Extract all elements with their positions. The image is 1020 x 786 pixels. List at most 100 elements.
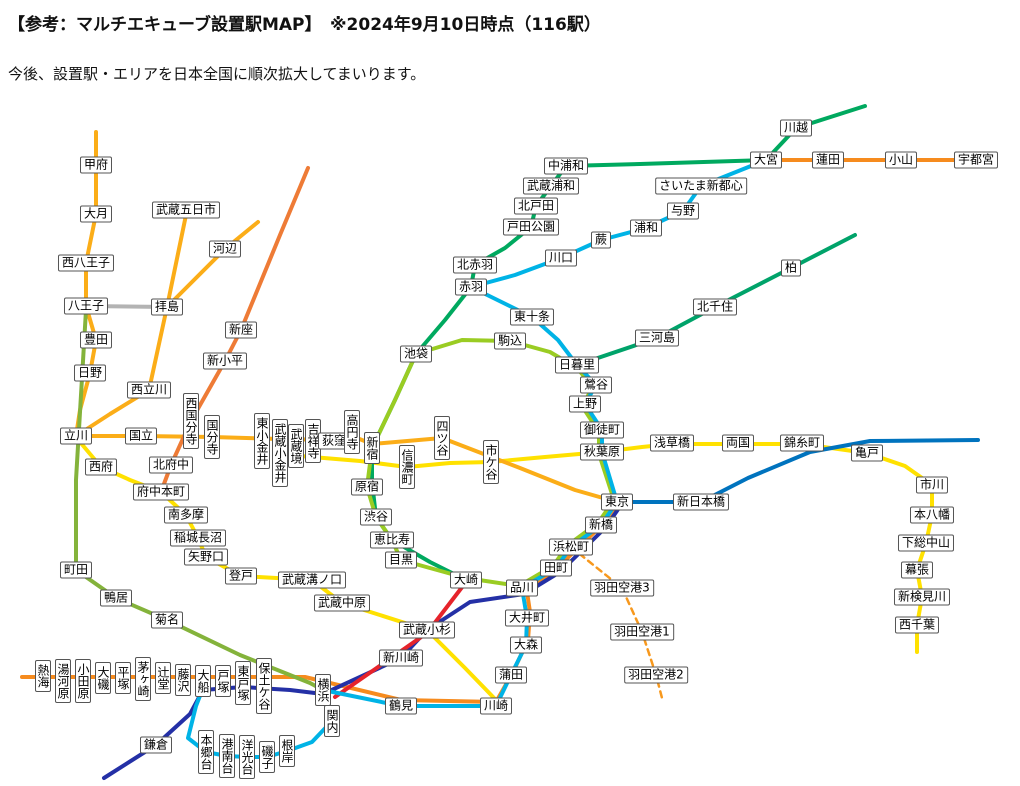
station-label: 武蔵溝ノ口 — [277, 571, 347, 589]
station-label: 大月 — [79, 205, 113, 223]
station-label: 西千葉 — [894, 616, 940, 634]
station-label: 西国分寺 — [183, 393, 199, 449]
station-label: 東戸塚 — [235, 661, 251, 705]
station-label: 東十条 — [509, 308, 555, 326]
station-label: 八王子 — [63, 297, 109, 315]
station-label: 辻堂 — [155, 662, 171, 694]
station-label: 磯子 — [259, 741, 275, 773]
station-label: 大森 — [509, 636, 543, 654]
station-label: 北戸田 — [513, 197, 559, 215]
station-label: 新日本橋 — [672, 493, 730, 511]
station-label: 御徒町 — [579, 421, 625, 439]
station-label: 武蔵小杉 — [398, 621, 456, 639]
station-label: 町田 — [59, 561, 93, 579]
station-label: 蒲田 — [494, 666, 528, 684]
station-label: 蕨 — [590, 231, 612, 249]
station-label: 日暮里 — [554, 356, 600, 374]
station-label: 熱海 — [35, 660, 51, 692]
station-label: 市ケ谷 — [483, 440, 499, 484]
station-label: 日野 — [73, 364, 107, 382]
station-label: 武蔵中原 — [313, 594, 371, 612]
station-label: 湯河原 — [55, 659, 71, 703]
station-label: 鶴見 — [384, 697, 418, 715]
station-label: 矢野口 — [183, 548, 229, 566]
station-label: 鶯谷 — [579, 376, 613, 394]
station-label: 駒込 — [493, 332, 527, 350]
station-label: 中浦和 — [543, 157, 589, 175]
station-label: 港南台 — [219, 734, 235, 778]
station-label: 柏 — [780, 259, 802, 277]
station-label: 稲城長沼 — [169, 529, 227, 547]
station-label: 甲府 — [79, 156, 113, 174]
station-label: 拝島 — [150, 298, 184, 316]
station-label: 宇都宮 — [953, 151, 999, 169]
station-label: 小田原 — [75, 659, 91, 703]
station-label: 下総中山 — [897, 534, 955, 552]
station-label: 武蔵境 — [288, 424, 304, 468]
station-label: さいたま新都心 — [655, 177, 747, 195]
station-label: 浅草橋 — [649, 434, 695, 452]
station-label: 浜松町 — [548, 538, 594, 556]
station-label: 戸田公園 — [502, 218, 560, 236]
station-label: 川口 — [544, 249, 578, 267]
station-label: 秋葉原 — [579, 443, 625, 461]
station-label: 市川 — [915, 476, 949, 494]
station-label: 高円寺 — [344, 410, 360, 454]
station-label: 両国 — [721, 434, 755, 452]
station-label: 藤沢 — [175, 664, 191, 696]
station-label: 戸塚 — [215, 665, 231, 697]
station-label: 大井町 — [504, 609, 550, 627]
station-label: 北府中 — [148, 456, 194, 474]
station-label: 国分寺 — [204, 415, 220, 459]
station-label: 大宮 — [749, 151, 783, 169]
station-label: 根岸 — [279, 735, 295, 767]
station-label: 渋谷 — [359, 508, 393, 526]
yokohama-line-line — [74, 308, 325, 692]
station-label: 大崎 — [449, 571, 483, 589]
station-label: 菊名 — [150, 611, 184, 629]
station-label: 新検見川 — [893, 588, 951, 606]
station-label: 武蔵浦和 — [522, 177, 580, 195]
station-label: 南多摩 — [163, 506, 209, 524]
station-label: 羽田空港1 — [610, 623, 674, 641]
page-subtitle: 今後、設置駅・エリアを日本全国に順次拡大してまいります。 — [8, 65, 426, 83]
station-label: 北赤羽 — [452, 256, 498, 274]
station-label: 西立川 — [126, 381, 172, 399]
station-label: 北千住 — [692, 298, 738, 316]
station-label: 洋光台 — [239, 735, 255, 779]
station-label: 錦糸町 — [779, 434, 825, 452]
station-label: 平塚 — [115, 662, 131, 694]
station-label: 鴨居 — [99, 589, 133, 607]
station-label: 田町 — [539, 559, 573, 577]
station-label: 蓮田 — [811, 151, 845, 169]
station-label: 立川 — [59, 427, 93, 445]
station-label: 本郷台 — [198, 730, 214, 774]
station-label: 関内 — [324, 705, 340, 737]
station-label: 目黒 — [384, 551, 418, 569]
station-label: 浦和 — [629, 219, 663, 237]
station-label: 武蔵五日市 — [151, 201, 221, 219]
station-label: 三河島 — [634, 329, 680, 347]
station-label: 武蔵小金井 — [272, 419, 288, 487]
station-label: 荻窪 — [317, 432, 351, 450]
station-label: 鎌倉 — [139, 736, 173, 754]
station-label: 亀戸 — [850, 444, 884, 462]
station-label: 府中本町 — [132, 483, 190, 501]
station-label: 羽田空港3 — [590, 579, 654, 597]
station-label: 川越 — [779, 119, 813, 137]
station-label: 登戸 — [224, 567, 258, 585]
station-label: 羽田空港2 — [624, 666, 688, 684]
station-label: 小山 — [884, 151, 918, 169]
station-label: 新座 — [224, 321, 258, 339]
station-label: 原宿 — [350, 478, 384, 496]
page-title: 【参考：マルチエキューブ設置駅MAP】 ※2024年9月10日時点（116駅） — [8, 15, 601, 35]
station-label: 赤羽 — [454, 278, 488, 296]
station-label: 新川崎 — [378, 649, 424, 667]
itsukaichi-line — [165, 213, 188, 309]
station-label: 国立 — [124, 427, 158, 445]
station-label: 大磯 — [95, 662, 111, 694]
station-label: 新橋 — [584, 516, 618, 534]
station-label: 西八王子 — [57, 254, 115, 272]
